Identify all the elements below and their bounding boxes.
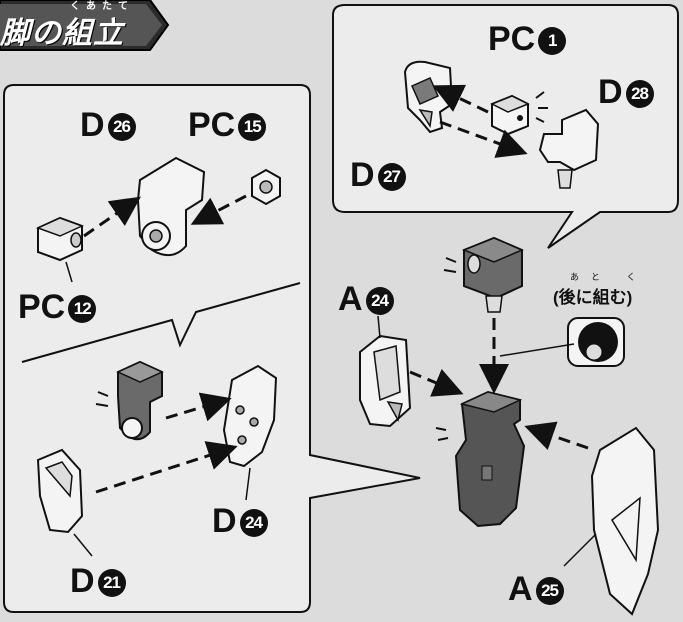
part-d24	[222, 364, 278, 468]
part-pc12	[36, 216, 84, 262]
label-prefix: D	[350, 156, 375, 194]
label-prefix: PC	[18, 288, 66, 326]
title-text: 脚の組立	[0, 17, 124, 50]
label-number: 28	[625, 80, 654, 108]
dash-marks-pc1	[535, 91, 548, 123]
part-hip-joint	[461, 236, 524, 313]
part-d26-assembled	[116, 360, 164, 441]
title-ruby: くあたて	[70, 1, 134, 12]
label-number: 24	[239, 509, 268, 537]
part-d27	[403, 60, 454, 134]
label-number: 1	[538, 27, 567, 55]
label-prefix: D	[212, 502, 237, 540]
label-number: 25	[535, 577, 564, 605]
label-prefix: A	[508, 570, 533, 608]
label-number: 12	[68, 295, 97, 323]
dash-marks-body	[435, 427, 449, 441]
label-prefix: D	[598, 73, 623, 111]
label-number: 26	[107, 113, 136, 141]
dash-marks-hip	[443, 257, 457, 273]
part-leg-body	[454, 390, 526, 528]
label-number: 24	[365, 287, 394, 315]
label-number: 21	[97, 569, 126, 597]
label-number: 27	[377, 163, 406, 191]
title-banner-text-wrap: くあたて 脚の組立	[0, 0, 168, 50]
part-d28	[538, 108, 600, 189]
part-a25	[590, 426, 660, 616]
inner-divider	[21, 282, 301, 363]
label-number: 15	[238, 113, 267, 141]
label-prefix: PC	[488, 20, 536, 58]
title-banner	[0, 0, 170, 51]
part-pc15	[251, 168, 281, 206]
note-ruby: あと く	[570, 272, 648, 282]
detail-circle	[567, 317, 625, 367]
part-d26	[136, 156, 206, 257]
label-prefix: PC	[188, 106, 236, 144]
label-prefix: D	[70, 562, 95, 600]
part-d21	[36, 448, 84, 534]
label-prefix: A	[338, 280, 363, 318]
part-a24	[359, 334, 412, 428]
dash-marks-assembled	[95, 391, 109, 407]
label-prefix: D	[80, 106, 105, 144]
assemble-later-note: (後に組む)	[553, 288, 633, 307]
part-pc1	[490, 94, 530, 136]
